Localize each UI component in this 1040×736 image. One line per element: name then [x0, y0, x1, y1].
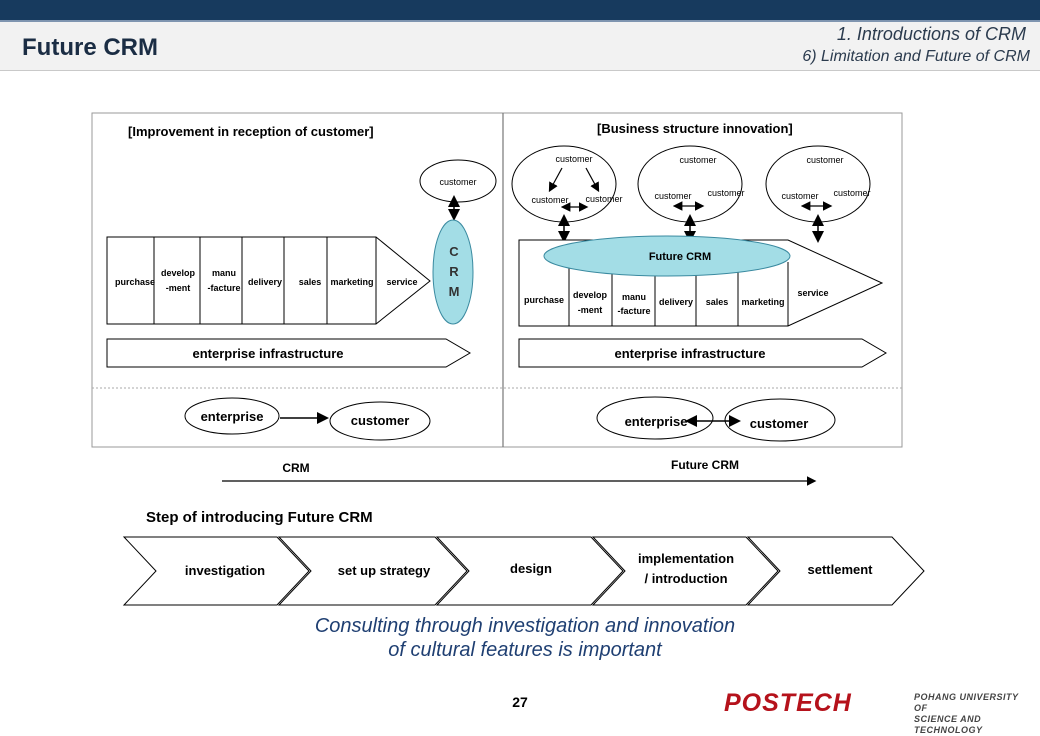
left-infrastructure-label: enterprise infrastructure — [193, 346, 344, 361]
future-crm-label: Future CRM — [649, 251, 711, 263]
right-chain-manufacture: manu — [622, 292, 646, 302]
right-infrastructure-arrow — [518, 338, 887, 368]
crm-diagram: [Improvement in reception of customer] c… — [91, 112, 925, 606]
group1-left: customer — [531, 195, 568, 205]
right-chain-develop: develop — [573, 290, 608, 300]
timeline-crm-label: CRM — [282, 461, 309, 475]
crm-letter-c: C — [449, 244, 459, 259]
right-chain-manufacture-2: -facture — [617, 306, 650, 316]
step-strategy-label: set up strategy — [338, 563, 431, 578]
caption-line2: of cultural features is important — [388, 639, 662, 661]
left-chain-delivery: delivery — [248, 277, 282, 287]
left-heading: [Improvement in reception of customer] — [128, 124, 374, 139]
group1-top: customer — [555, 154, 592, 164]
left-customer-bottom-label: customer — [351, 413, 410, 428]
group3-top: customer — [806, 155, 843, 165]
logo-sub-line2: SCIENCE AND TECHNOLOGY — [914, 714, 983, 735]
left-chain-develop: develop — [161, 268, 196, 278]
page-number: 27 — [512, 694, 528, 710]
crm-letter-r: R — [449, 264, 459, 279]
group2-left: customer — [654, 191, 691, 201]
left-enterprise-ellipse — [184, 397, 280, 435]
right-heading: [Business structure innovation] — [597, 121, 793, 136]
group2-right: customer — [707, 188, 744, 198]
customer-group-3: customer customer customer — [765, 145, 871, 243]
step-design-label: design — [510, 561, 552, 576]
group3-right: customer — [833, 188, 870, 198]
left-chain-purchase: purchase — [115, 277, 155, 287]
step-design — [435, 536, 624, 606]
right-chain-sales: sales — [706, 297, 729, 307]
logo-wordmark: POSTECH — [724, 689, 852, 717]
logo-sub-line1: POHANG UNIVERSITY OF — [914, 692, 1019, 713]
right-infrastructure-label: enterprise infrastructure — [615, 346, 766, 361]
section-crumb: 1. Introductions of CRM — [836, 24, 1026, 44]
top-accent-line — [0, 20, 1040, 22]
left-chain-develop-2: -ment — [166, 283, 191, 293]
subsection-crumb: 6) Limitation and Future of CRM — [802, 48, 1030, 65]
left-customer-bottom-ellipse — [329, 401, 431, 441]
step-implementation — [591, 536, 779, 606]
left-chain-manufacture: manu — [212, 268, 236, 278]
crm-letter-m: M — [449, 284, 460, 299]
future-crm-ellipse — [543, 235, 791, 277]
step-settlement — [746, 536, 925, 606]
right-enterprise-label: enterprise — [625, 414, 688, 429]
step-set-up-strategy — [277, 536, 468, 606]
step-implementation-label-2: / introduction — [644, 571, 727, 586]
customer-group-1: customer customer customer — [511, 145, 623, 243]
left-chain-sales: sales — [299, 277, 322, 287]
group2-top: customer — [679, 155, 716, 165]
left-chain-service: service — [386, 277, 417, 287]
right-chain-delivery: delivery — [659, 297, 693, 307]
left-value-chain — [106, 236, 431, 325]
right-chain-develop-2: -ment — [578, 305, 603, 315]
left-customer-label: customer — [439, 177, 476, 187]
header-band — [0, 22, 1040, 71]
right-chain-marketing: marketing — [741, 297, 784, 307]
customer-group-2: customer customer customer — [637, 145, 745, 243]
left-enterprise-label: enterprise — [201, 409, 264, 424]
left-infrastructure-arrow — [106, 338, 471, 368]
crm-capsule — [432, 219, 474, 325]
page-title: Future CRM — [22, 34, 158, 61]
right-chain-service: service — [797, 288, 828, 298]
right-customer-bottom-label: customer — [750, 416, 809, 431]
step-implementation-label: implementation — [638, 551, 734, 566]
step-investigation-label: investigation — [185, 563, 265, 578]
left-chain-marketing: marketing — [330, 277, 373, 287]
group1-right: customer — [585, 194, 622, 204]
right-chain-purchase: purchase — [524, 295, 564, 305]
group3-left: customer — [781, 191, 818, 201]
logo-subtitle: POHANG UNIVERSITY OF SCIENCE AND TECHNOL… — [914, 692, 1034, 736]
timeline-future-crm-label: Future CRM — [671, 458, 739, 472]
caption: Consulting through investigation and inn… — [240, 614, 810, 662]
step-investigation — [122, 536, 310, 606]
postech-logo: POSTECH POHANG UNIVERSITY OF SCIENCE AND… — [724, 689, 1034, 735]
steps-title: Step of introducing Future CRM — [146, 509, 373, 526]
top-bar — [0, 0, 1040, 20]
caption-line1: Consulting through investigation and inn… — [314, 615, 736, 637]
step-settlement-label: settlement — [807, 562, 873, 577]
left-chain-manufacture-2: -facture — [207, 283, 240, 293]
